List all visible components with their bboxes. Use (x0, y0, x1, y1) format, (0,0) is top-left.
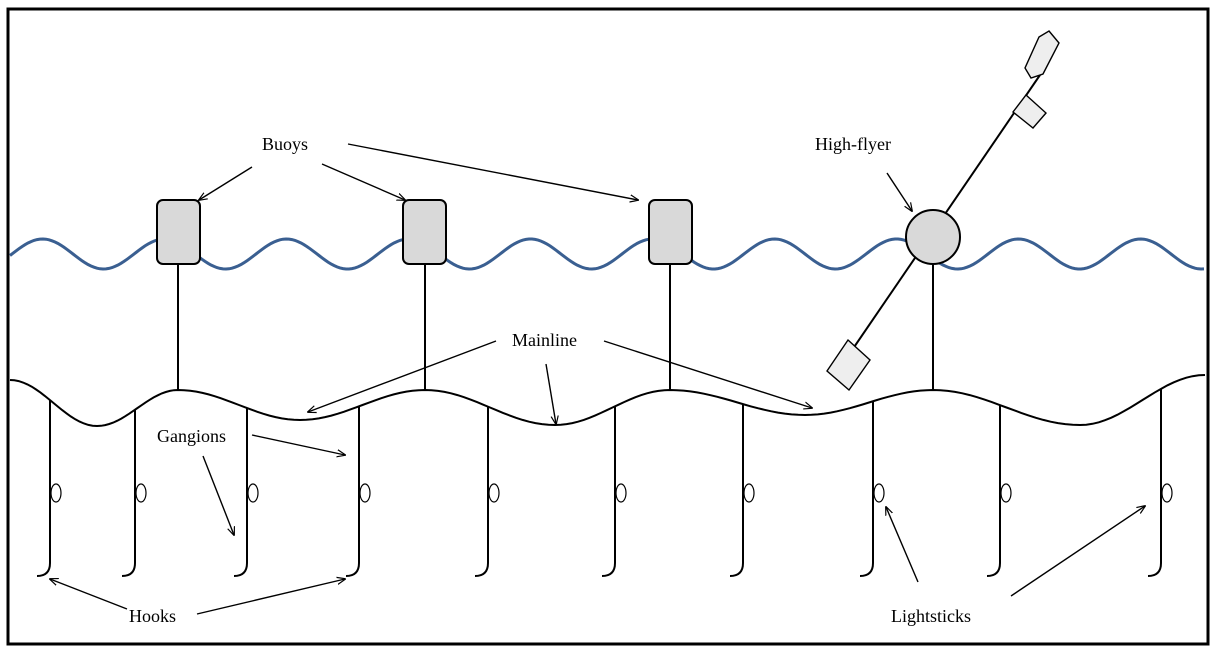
arrow-mainline-1 (308, 340, 497, 412)
gangion-1 (36, 400, 51, 577)
high-flyer (826, 30, 1060, 392)
lightstick-9 (1000, 483, 1012, 503)
buoy-lines (177, 262, 934, 390)
arrow-hooks-1 (50, 579, 128, 610)
gangion-6 (601, 406, 616, 577)
label-buoys: Buoys (262, 134, 308, 154)
arrow-gangions-1 (251, 434, 345, 455)
high-flyer-float (905, 209, 961, 265)
water-surface (9, 237, 1205, 271)
arrow-mainline-2 (545, 363, 556, 424)
arrow-gangions-2 (202, 455, 234, 535)
label-gangions: Gangions (157, 426, 226, 446)
label-mainline: Mainline (512, 330, 577, 350)
arrow-lightsticks-1 (886, 507, 919, 583)
lightstick-8 (873, 483, 885, 503)
arrows (50, 143, 1145, 615)
high-flyer-top-flag (1024, 30, 1060, 79)
lightstick-2 (135, 483, 147, 503)
gangion-2 (121, 409, 136, 577)
arrow-high-flyer (886, 172, 912, 211)
gangion-7 (729, 404, 744, 577)
mainline (9, 374, 1206, 428)
gangion-9 (986, 405, 1001, 577)
label-lightsticks: Lightsticks (891, 606, 971, 626)
high-flyer-reflector (1012, 93, 1047, 129)
gangions-group (36, 388, 1173, 577)
gangion-4 (345, 406, 360, 577)
gangion-3 (233, 408, 248, 577)
gangion-10 (1147, 388, 1162, 577)
arrow-hooks-2 (196, 579, 345, 615)
label-high-flyer: High-flyer (815, 134, 891, 154)
buoy-2 (402, 199, 447, 265)
lightstick-6 (615, 483, 627, 503)
lightstick-1 (50, 483, 62, 503)
label-hooks: Hooks (129, 606, 176, 626)
gangion-5 (474, 406, 489, 577)
arrow-buoys-1 (199, 166, 253, 200)
lightstick-10 (1161, 483, 1173, 503)
high-flyer-bottom-flag (826, 338, 871, 392)
buoy-3 (648, 199, 693, 265)
buoy-1 (156, 199, 201, 265)
gangion-8 (859, 401, 874, 577)
arrow-mainline-3 (603, 340, 812, 408)
lightstick-5 (488, 483, 500, 503)
arrow-lightsticks-2 (1010, 506, 1145, 597)
diagram-frame (6, 7, 1210, 646)
arrow-buoys-2 (321, 163, 405, 200)
lightstick-7 (743, 483, 755, 503)
lightstick-3 (247, 483, 259, 503)
arrow-buoys-3 (347, 143, 638, 200)
lightstick-4 (359, 483, 371, 503)
